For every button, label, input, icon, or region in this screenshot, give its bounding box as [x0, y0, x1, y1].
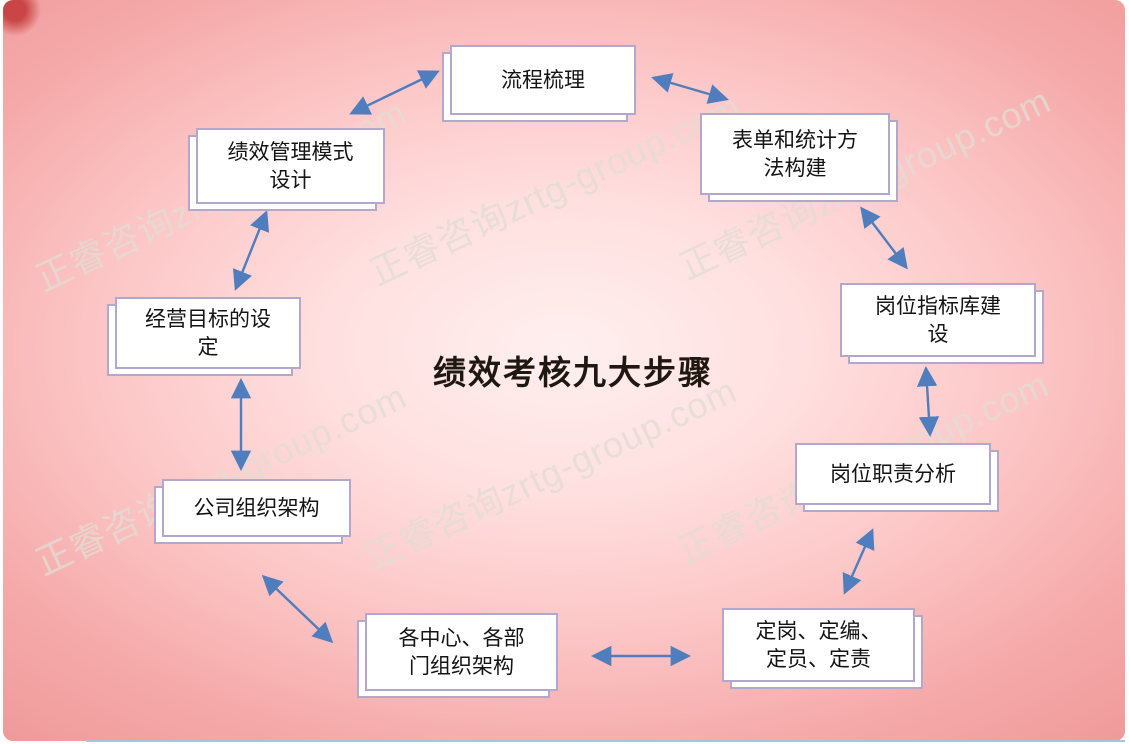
- diagram-title: 绩效考核九大步骤: [433, 353, 713, 392]
- node-label: 定岗、定编、定员、定责: [755, 618, 882, 671]
- node-company-structure: 公司组织架构: [154, 479, 351, 544]
- node-label: 流程梳理: [501, 67, 585, 92]
- node-label: 各中心、各部门组织架构: [398, 625, 525, 678]
- node-form-statistics: 表单和统计方法构建: [700, 113, 898, 202]
- node-label: 表单和统计方法构建: [732, 127, 858, 180]
- bottom-edge-line: [86, 740, 1125, 742]
- node-kpi-library: 岗位指标库建设: [840, 283, 1044, 364]
- node-label: 经营目标的设定: [145, 306, 271, 359]
- node-dept-structure: 各中心、各部门组织架构: [357, 613, 558, 698]
- node-label: 绩效管理模式设计: [227, 139, 354, 192]
- node-process-review: 流程梳理: [442, 45, 636, 122]
- node-label: 岗位指标库建设: [875, 293, 1001, 346]
- node-performance-model: 绩效管理模式设计: [188, 128, 385, 211]
- node-business-goals: 经营目标的设定: [107, 297, 301, 376]
- node-label: 岗位职责分析: [830, 461, 956, 486]
- node-job-analysis: 岗位职责分析: [795, 443, 999, 512]
- node-label: 公司组织架构: [193, 495, 320, 520]
- node-staffing: 定岗、定编、定员、定责: [722, 608, 923, 689]
